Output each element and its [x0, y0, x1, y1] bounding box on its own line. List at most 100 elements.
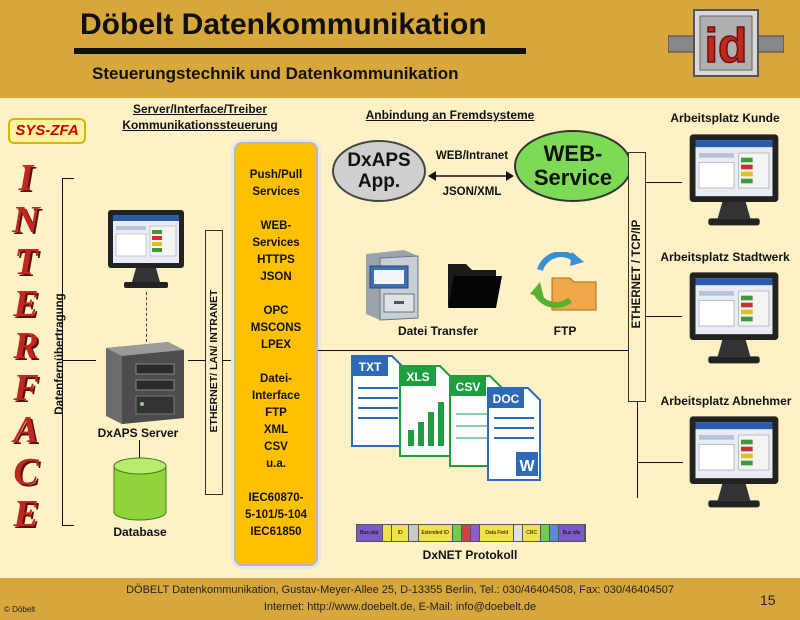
protocol-field: Bus idle	[559, 525, 586, 541]
ftp-label: FTP	[553, 324, 577, 338]
tick	[62, 525, 74, 526]
web-service-line2: Service	[533, 165, 613, 190]
protocol-field: CRC	[523, 525, 541, 541]
protocol-field	[514, 525, 524, 541]
vertical-label-wrap: Datenfernübertragung	[30, 293, 90, 414]
protocol-field	[540, 525, 551, 541]
protocol-field	[409, 525, 419, 541]
dxaps-app-line2: App.	[357, 171, 401, 192]
title-rule	[74, 48, 526, 54]
driver-service-item: HTTPS	[257, 254, 295, 266]
driver-service-item: u.a.	[266, 458, 286, 470]
eth-left-label-wrap: ETHERNET/ LAN/ INTRANET	[206, 290, 222, 433]
database-label: Database	[113, 525, 167, 539]
driver-service-item: 5-101/5-104	[244, 509, 308, 521]
workstation-customer-label: Arbeitsplatz Kunde	[670, 111, 780, 125]
txt-doc-icon: TXT	[351, 355, 405, 447]
interface-letter: C	[13, 451, 39, 493]
svg-text:TXT: TXT	[359, 360, 382, 374]
protocol-field	[452, 525, 462, 541]
file-transfer-label: Datei Transfer	[397, 324, 479, 338]
dxaps-app-node: DxAPS App.	[332, 140, 426, 202]
monitor-icon	[108, 210, 184, 288]
server-icon	[106, 342, 184, 424]
page-title: Döbelt Datenkommunikation	[80, 8, 487, 41]
footer-band	[0, 578, 800, 620]
workstation-utility-label: Arbeitsplatz Stadtwerk	[660, 250, 790, 264]
driver-service-item: Datei-	[260, 373, 292, 385]
doebelt-logo: id	[668, 9, 784, 77]
sys-zfa-badge: SYS-ZFA	[8, 118, 86, 144]
monitor-server-link	[146, 292, 147, 342]
footer-address: DÖBELT Datenkommunikation, Gustav-Meyer-…	[126, 584, 674, 596]
dxnet-protocol-label: DxNET Protokoll	[422, 548, 518, 562]
interface-letter: R	[13, 325, 39, 367]
right-bus-tail	[637, 402, 638, 498]
protocol-field	[382, 525, 392, 541]
ethernet-lan-label: ETHERNET/ LAN/ INTRANET	[208, 289, 220, 433]
driver-service-item: Services	[252, 186, 300, 198]
interface-letter: T	[14, 241, 38, 283]
driver-service-item: IEC61850	[250, 526, 302, 538]
interface-letter: I	[18, 157, 34, 199]
driver-service-item: OPC	[263, 305, 289, 317]
driver-service-item: IEC60870-	[248, 492, 304, 504]
driver-service-item: WEB-	[260, 220, 292, 232]
logo-text: id	[705, 20, 748, 73]
web-service-line1: WEB-	[543, 141, 603, 166]
datenfernuebertragung-label: Datenfernübertragung	[54, 293, 66, 415]
server-eth-link	[188, 360, 206, 361]
interface-letter: E	[13, 283, 39, 325]
workstation-buyer-label: Arbeitsplatz Abnehmer	[660, 394, 792, 408]
communication-heading: Kommunikationssteuerung	[122, 118, 278, 132]
tick	[62, 178, 74, 179]
server-interface-heading: Server/Interface/Treiber	[132, 102, 268, 116]
interface-letter: E	[13, 493, 39, 535]
database-icon	[113, 457, 167, 521]
monitor-icon	[689, 416, 779, 508]
driver-service-item: CSV	[264, 441, 288, 453]
protocol-field: Extended ID	[418, 525, 453, 541]
driver-service-item: Push/Pull	[249, 169, 303, 181]
eth-driver-link	[222, 360, 236, 361]
external-systems-heading: Anbindung an Fremdsysteme	[365, 108, 535, 122]
ws2-link	[646, 316, 682, 317]
file-cabinet-icon	[366, 250, 419, 321]
svg-text:CSV: CSV	[456, 380, 481, 394]
document-formats-icon: TXT XLS CSV DOC W	[351, 355, 541, 481]
svg-text:W: W	[519, 458, 535, 475]
driver-service-item: MSCONS	[250, 322, 302, 334]
footer-copyright: © Döbelt	[4, 605, 36, 614]
page-subtitle: Steuerungstechnik und Datenkommunikation	[92, 64, 459, 83]
doc-doc-icon: DOC W	[487, 387, 541, 481]
interface-letter: N	[12, 199, 40, 241]
json-xml-label: JSON/XML	[442, 186, 502, 198]
protocol-field: Bus-stat	[357, 525, 383, 541]
page-number: 15	[760, 592, 776, 608]
driver-service-item: Services	[252, 237, 300, 249]
driver-service-item: LPEX	[260, 339, 292, 351]
ethernet-tcpip-label: ETHERNET / TCP/IP	[631, 219, 643, 329]
monitor-icon	[689, 134, 779, 226]
footer-contact: Internet: http://www.doebelt.de, E-Mail:…	[263, 601, 537, 613]
transmission-line	[62, 178, 63, 526]
dxaps-server-label: DxAPS Server	[97, 426, 179, 440]
xls-doc-icon: XLS	[399, 365, 453, 457]
driver-service-item: Interface	[252, 390, 300, 402]
ftp-icon	[530, 252, 597, 311]
driver-service-item: FTP	[265, 407, 287, 419]
db-link	[139, 440, 140, 460]
interface-letter: F	[13, 367, 39, 409]
driver-service-item: JSON	[260, 271, 292, 283]
main-bus-line	[318, 350, 630, 351]
server-link	[62, 360, 96, 361]
ws3-link	[637, 462, 683, 463]
monitor-icon	[689, 272, 779, 364]
svg-text:DOC: DOC	[493, 392, 520, 406]
web-service-node: WEB- Service	[514, 130, 632, 202]
protocol-field	[550, 525, 560, 541]
driver-services-box	[234, 142, 318, 566]
folder-icon	[448, 264, 502, 308]
